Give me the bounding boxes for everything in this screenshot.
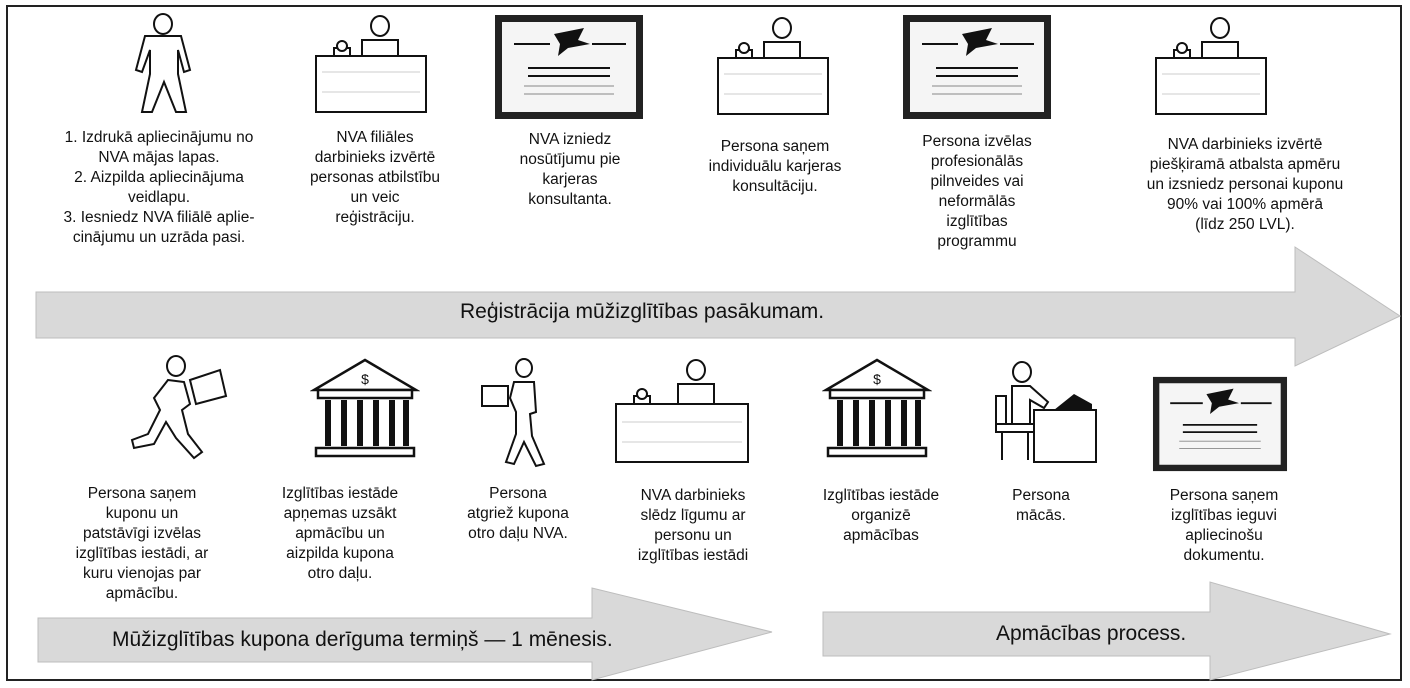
- clerk-at-desk-icon: [315, 15, 427, 113]
- step-7-caption: Persona saņem kuponu un patstāvīgi izvēl…: [75, 485, 209, 602]
- step-11-caption: Izglītības iestāde organizē apmācības: [822, 487, 940, 544]
- svg-text:$: $: [873, 371, 881, 387]
- person-running-with-paper-icon: [130, 355, 228, 460]
- top-arrow: [35, 246, 1402, 367]
- step-12-caption: Persona mācās.: [1012, 487, 1070, 524]
- step-9-caption: Persona atgriež kupona otro daļu NVA.: [467, 485, 569, 542]
- step-5-caption: Persona izvēlas profesionālās pilnveides…: [922, 133, 1032, 250]
- certificate-icon: [1152, 376, 1288, 472]
- bank-building-icon: $: [822, 358, 932, 458]
- bottom-right-arrow-label: Apmācības process.: [996, 622, 1187, 645]
- step-2-caption: NVA filiāles darbinieks izvērtē personas…: [309, 129, 441, 226]
- step-8-caption: Izglītības iestāde apņemas uzsākt apmācī…: [281, 485, 399, 582]
- person-studying-icon: [995, 361, 1097, 463]
- certificate-icon: [495, 15, 643, 119]
- bottom-right-arrow: [822, 581, 1392, 681]
- top-arrow-label: Reģistrācija mūžizglītības pasākumam.: [460, 300, 825, 323]
- step-6-caption: NVA darbinieks izvērtē piešķiramā atbals…: [1146, 136, 1344, 233]
- step-10-caption: NVA darbinieks slēdz līgumu ar personu u…: [637, 487, 749, 564]
- person-walking-with-paper-icon: [481, 358, 546, 468]
- diagram-frame: [6, 5, 1402, 681]
- step-4-caption: Persona saņem individuālu karjeras konsu…: [708, 138, 842, 195]
- svg-text:$: $: [361, 371, 369, 387]
- clerk-at-desk-icon: [1155, 17, 1267, 115]
- bank-building-icon: $: [310, 358, 420, 458]
- clerk-at-desk-icon: [717, 17, 829, 115]
- step-13-caption: Persona saņem izglītības ieguvi apliecin…: [1169, 487, 1279, 564]
- step-1-caption: 1. Izdrukā apliecinājumu no NVA mājas la…: [63, 129, 255, 246]
- certificate-icon: [903, 15, 1051, 119]
- bottom-left-arrow: [37, 587, 773, 681]
- clerk-at-desk-icon: [615, 359, 749, 463]
- bottom-left-arrow-label: Mūžizglītības kupona derīguma termiņš — …: [112, 628, 613, 651]
- step-3-caption: NVA izniedz nosūtījumu pie karjeras kons…: [519, 131, 621, 208]
- person-standing-icon: [134, 13, 192, 113]
